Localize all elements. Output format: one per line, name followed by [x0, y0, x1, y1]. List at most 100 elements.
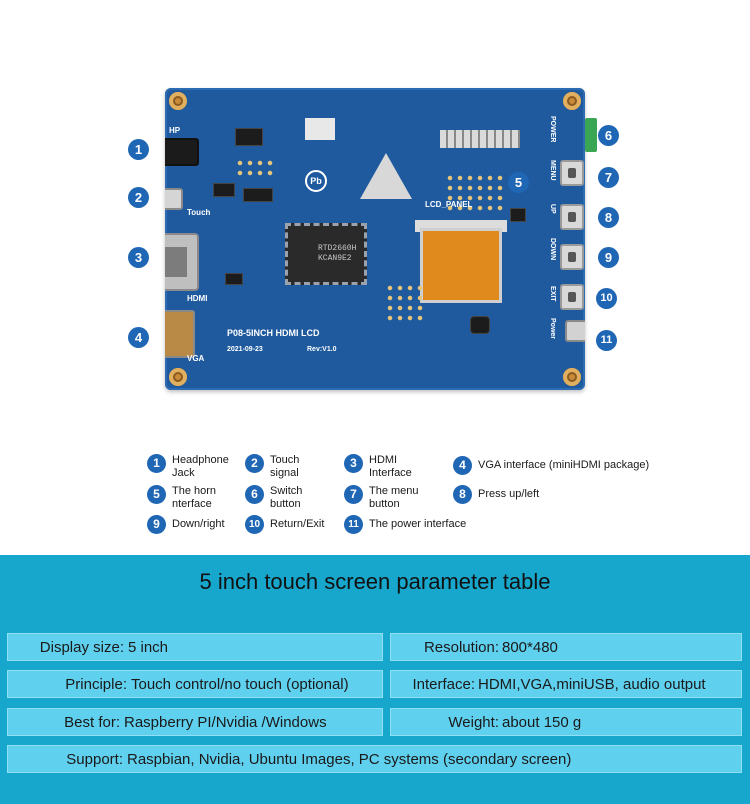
legend-number: 10: [245, 515, 264, 534]
param-value: 5 inch: [128, 639, 169, 656]
mount-hole: [563, 92, 581, 110]
legend-item: 11 The power interface: [344, 515, 466, 534]
solder-pads: [385, 283, 425, 323]
main-controller-chip: RTD2660H KCAN9E2: [285, 223, 367, 285]
legend-item: 4 VGA interface (miniHDMI package): [453, 456, 649, 475]
legend-number: 2: [245, 454, 264, 473]
param-label: Display size:: [39, 639, 124, 656]
param-label: Best for:: [64, 714, 120, 731]
callout-3: 3: [128, 247, 149, 268]
legend-text: Return/Exit: [270, 518, 325, 530]
legend-item: 3 HDMI Interface: [344, 454, 412, 480]
param-row-display: Display size: 5 inch: [7, 633, 383, 661]
pcb-date: 2021-09-23: [227, 346, 263, 353]
legend-number: 4: [453, 456, 472, 475]
param-row-resolution: Resolution: 800*480: [390, 633, 742, 661]
silk-power-port: Power: [549, 318, 556, 340]
callout-1: 1: [128, 139, 149, 160]
legend-text: Headphone Jack: [172, 454, 229, 479]
touch-usb-port: [165, 188, 183, 210]
board-image: RTD2660H KCAN9E2 Pb HP Touch HDMI VGA LC…: [128, 88, 619, 390]
legend-text: HDMI Interface: [369, 454, 412, 479]
vga-port: [165, 310, 195, 358]
panel-title: 5 inch touch screen parameter table: [199, 569, 551, 594]
solder-pads: [445, 173, 505, 213]
connector: [305, 118, 335, 140]
headphone-jack: [165, 138, 199, 166]
legend-item: 8 Press up/left: [453, 485, 539, 504]
silk-exit: EXIT: [549, 286, 556, 302]
pcb-board: RTD2660H KCAN9E2 Pb HP Touch HDMI VGA LC…: [165, 88, 585, 390]
mount-hole: [169, 368, 187, 386]
ic-chip: [243, 188, 273, 202]
legend-number: 8: [453, 485, 472, 504]
menu-button: [560, 160, 584, 186]
exit-button: [560, 284, 584, 310]
param-value: Touch control/no touch (optional): [131, 676, 349, 693]
silk-hdmi: HDMI: [187, 294, 208, 303]
callout-10: 10: [596, 288, 617, 309]
silk-up: UP: [549, 204, 556, 214]
callout-4: 4: [128, 327, 149, 348]
callout-9: 9: [598, 247, 619, 268]
pcb-rev: Rev:V1.0: [307, 346, 337, 353]
legend-number: 11: [344, 515, 363, 534]
legend: 1 Headphone Jack 2 Touch signal 3 HDMI I…: [0, 448, 750, 543]
callout-2: 2: [128, 187, 149, 208]
ic-chip: [470, 316, 490, 334]
callout-5: 5: [508, 172, 529, 193]
param-row-weight: Weight: about 150 g: [390, 708, 742, 736]
legend-number: 1: [147, 454, 166, 473]
legend-text: Touch signal: [270, 454, 300, 479]
legend-item: 5 The horn nterface: [147, 485, 216, 511]
legend-item: 9 Down/right: [147, 515, 225, 534]
param-label: Principle:: [65, 676, 127, 693]
silk-menu: MENU: [549, 160, 556, 181]
legend-number: 6: [245, 485, 264, 504]
up-button: [560, 204, 584, 230]
legend-item: 6 Switch button: [245, 485, 302, 511]
param-label: Weight:: [448, 714, 499, 731]
pb-free-logo: Pb: [305, 170, 327, 192]
silk-power: POWER: [549, 116, 556, 143]
lcd-flex-cable: [420, 228, 502, 303]
power-switch: [585, 118, 597, 152]
param-row-support: Support: Raspbian, Nvidia, Ubuntu Images…: [7, 745, 742, 773]
hdmi-port: [165, 233, 199, 291]
param-row-bestfor: Best for: Raspberry PI/Nvidia /Windows: [7, 708, 383, 736]
ic-chip: [213, 183, 235, 197]
solder-pads: [235, 158, 275, 178]
legend-text: VGA interface (miniHDMI package): [478, 459, 650, 471]
param-value: Raspbian, Nvidia, Ubuntu Images, PC syst…: [127, 751, 572, 768]
callout-7: 7: [598, 167, 619, 188]
param-value: Raspberry PI/Nvidia /Windows: [124, 714, 327, 731]
legend-number: 5: [147, 485, 166, 504]
legend-text: Switch button: [270, 485, 303, 510]
legend-text: The menu button: [369, 485, 419, 510]
chip-label: RTD2660H KCAN9E2: [318, 244, 357, 263]
param-value: about 150 g: [502, 714, 582, 731]
legend-item: 10 Return/Exit: [245, 515, 324, 534]
callout-8: 8: [598, 207, 619, 228]
pcb-title: P08-5INCH HDMI LCD: [227, 328, 320, 338]
parameter-panel: 5 inch touch screen parameter table Disp…: [0, 555, 750, 804]
mount-hole: [169, 92, 187, 110]
legend-item: 2 Touch signal: [245, 454, 299, 480]
param-value: 800*480: [502, 639, 558, 656]
esd-triangle-logo: [360, 153, 412, 199]
param-label: Support:: [66, 751, 123, 768]
callout-11: 11: [596, 330, 617, 351]
param-row-principle: Principle: Touch control/no touch (optio…: [7, 670, 383, 698]
param-label: Interface:: [412, 676, 475, 693]
silk-hp: HP: [169, 126, 181, 135]
mount-hole: [563, 368, 581, 386]
silk-lcd-panel: LCD_PANEL: [425, 200, 473, 209]
legend-text: The horn nterface: [172, 485, 217, 510]
legend-item: 7 The menu button: [344, 485, 419, 511]
down-button: [560, 244, 584, 270]
ic-chip: [510, 208, 526, 222]
legend-text: Down/right: [172, 518, 225, 530]
silk-vga: VGA: [187, 354, 205, 363]
legend-number: 3: [344, 454, 363, 473]
param-value: HDMI,VGA,miniUSB, audio output: [478, 676, 706, 693]
